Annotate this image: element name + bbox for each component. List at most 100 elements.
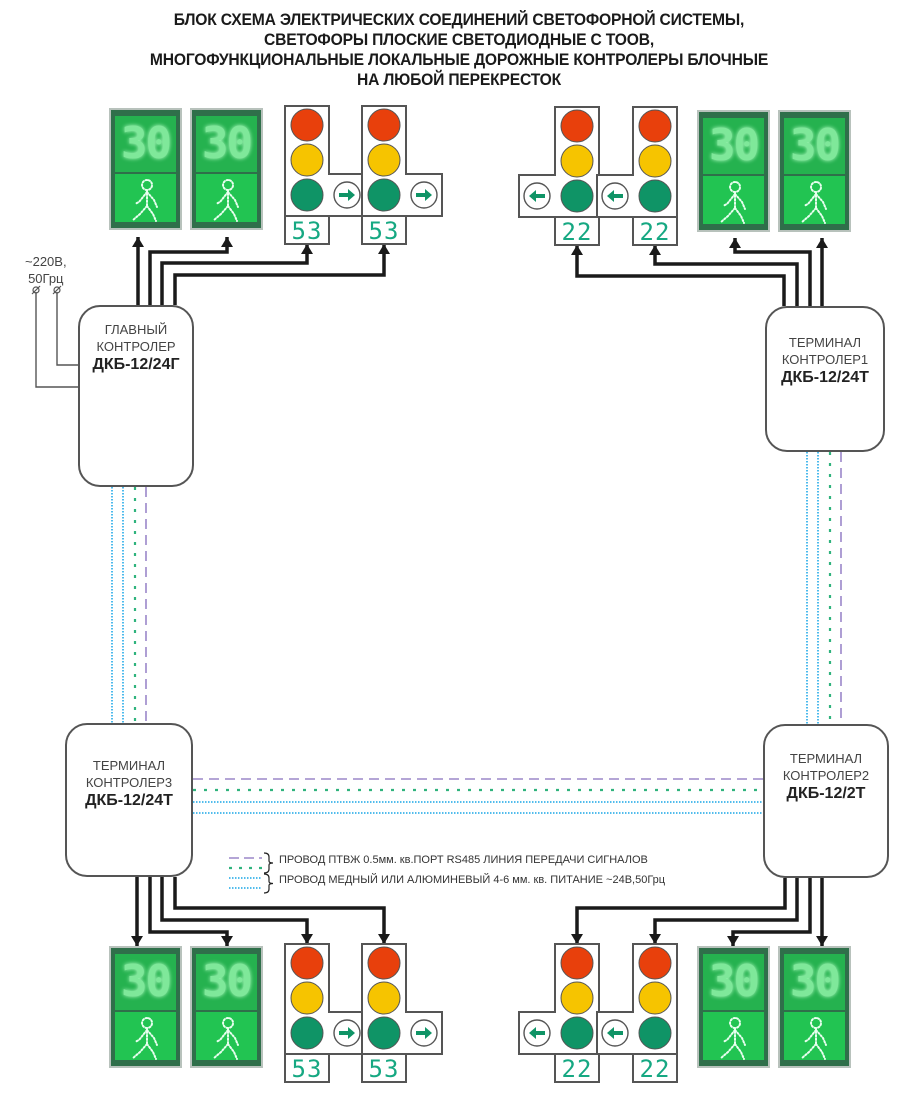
pedestrian-countdown: 30 [121, 956, 172, 1007]
arrow-glyph [416, 1027, 432, 1039]
terminal-icon [31, 285, 41, 295]
pedestrian-figure-stroke [141, 179, 154, 191]
pedestrian-figure-stroke [722, 193, 736, 207]
pedestrian-signal: 30 [778, 946, 851, 1068]
pedestrian-figure-stroke [815, 207, 826, 224]
arrowhead-icon [378, 244, 390, 254]
arrowhead-icon [132, 237, 144, 247]
pedestrian-signal: 30 [697, 110, 770, 232]
pedestrian-figure-stroke [134, 1029, 148, 1043]
pedestrian-figure-stroke [810, 1017, 823, 1029]
vehicle-traffic-light: 22 [596, 943, 678, 1083]
red-light-icon [560, 109, 594, 143]
legend-power-line: ПРОВОД МЕДНЫЙ ИЛИ АЛЮМИНЕВЫЙ 4-6 мм. кв.… [279, 874, 666, 886]
pedestrian-figure-stroke [803, 193, 817, 207]
controller-model: ДКБ-12/24Т [781, 369, 869, 386]
title-line-4: НА ЛЮБОЙ ПЕРЕКРЕСТОК [356, 70, 562, 89]
yellow-light-icon [367, 143, 401, 177]
pedestrian-countdown: 30 [709, 120, 760, 171]
arrowhead-icon [816, 238, 828, 248]
control-wire [160, 877, 309, 944]
countdown-display [284, 215, 330, 245]
pedestrian-figure-stroke [213, 205, 229, 221]
controller-label: ТЕРМИНАЛ [789, 751, 863, 766]
red-light-icon [290, 946, 324, 980]
red-light-icon [638, 109, 672, 143]
walking-pedestrian-icon [801, 181, 827, 224]
controller-model: ДКБ-12/24Т [85, 792, 173, 809]
arrow-glyph [416, 189, 432, 201]
countdown-digits: 22 [640, 218, 671, 246]
vehicle-traffic-light: 22 [518, 106, 600, 246]
arrowhead-icon [571, 245, 583, 255]
legend-brace [263, 852, 274, 874]
pedestrian-figure-stroke [720, 207, 736, 223]
red-light-icon [367, 946, 401, 980]
yellow-light-icon [290, 981, 324, 1015]
power-wire [35, 292, 78, 388]
terminal-icon [32, 286, 40, 294]
vehicle-traffic-light: 22 [596, 106, 678, 246]
title-line-1: БЛОК СХЕМА ЭЛЕКТРИЧЕСКИХ СОЕДИНЕНИЙ СВЕТ… [173, 10, 745, 29]
countdown-display [361, 215, 407, 245]
terminal-controller-1: ТЕРМИНАЛ КОНТРОЛЕР1 ДКБ-12/24Т [765, 306, 885, 452]
pedestrian-countdown: 30 [709, 956, 760, 1007]
yellow-light-icon [638, 981, 672, 1015]
countdown-digits: 22 [562, 1055, 593, 1083]
pedestrian-figure-stroke [146, 1043, 157, 1060]
pedestrian-figure-stroke [227, 1043, 238, 1060]
pedestrian-figure-stroke [215, 1029, 229, 1043]
pedestrian-figure-stroke [215, 191, 229, 205]
pedestrian-countdown: 30 [202, 956, 253, 1007]
walking-pedestrian-icon [132, 1017, 158, 1060]
red-light-icon [290, 108, 324, 142]
countdown-digits: 53 [369, 1055, 400, 1083]
yellow-light-icon [290, 143, 324, 177]
control-wire [173, 877, 386, 944]
red-light-icon [367, 108, 401, 142]
green-light-icon [560, 179, 594, 213]
pedestrian-signal: 30 [109, 108, 182, 230]
vehicle-traffic-light: 53 [361, 105, 443, 245]
pedestrian-figure-stroke [801, 207, 817, 223]
arrow-glyph [339, 189, 355, 201]
walking-pedestrian-icon [720, 181, 746, 224]
pedestrian-figure-stroke [146, 191, 158, 208]
pedestrian-figure-stroke [146, 205, 157, 222]
pedestrian-signal: 30 [697, 946, 770, 1068]
pedestrian-figure-stroke [132, 205, 148, 221]
red-light-icon [560, 946, 594, 980]
arrowhead-icon [727, 936, 739, 946]
controller-label: ТЕРМИНАЛ [92, 758, 166, 773]
countdown-display [632, 216, 678, 246]
walking-pedestrian-icon [213, 1017, 239, 1060]
pedestrian-figure-stroke [815, 1043, 826, 1060]
pedestrian-figure-stroke [227, 205, 238, 222]
terminal-icon [52, 285, 62, 295]
green-light-icon [367, 1016, 401, 1050]
legend-signal-line: ПРОВОД ПТВЖ 0.5мм. кв.ПОРТ RS485 ЛИНИЯ П… [279, 854, 648, 866]
power-wire [56, 292, 78, 366]
vehicle-traffic-light: 53 [361, 943, 443, 1083]
green-light-icon [638, 1016, 672, 1050]
yellow-light-icon [367, 981, 401, 1015]
controller-label: КОНТРОЛЕР3 [85, 775, 173, 790]
terminal-controller-2: ТЕРМИНАЛ КОНТРОЛЕР2 ДКБ-12/2Т [763, 724, 889, 878]
pedestrian-countdown: 30 [790, 120, 841, 171]
arrowhead-icon [729, 238, 741, 248]
terminal-icon [53, 286, 61, 294]
countdown-digits: 53 [292, 1055, 323, 1083]
controller-label: КОНТРОЛЕР1 [781, 352, 869, 367]
arrowhead-icon [301, 244, 313, 254]
pedestrian-figure-stroke [132, 1043, 148, 1059]
pedestrian-signal: 30 [190, 108, 263, 230]
arrow-glyph [607, 190, 623, 202]
countdown-display [554, 216, 600, 246]
power-input-label: ~220В, 50Грц [25, 253, 67, 287]
pedestrian-figure-stroke [729, 1017, 742, 1029]
walking-pedestrian-icon [720, 1017, 746, 1060]
arrow-glyph [529, 190, 545, 202]
green-light-icon [560, 1016, 594, 1050]
walking-pedestrian-icon [132, 179, 158, 222]
